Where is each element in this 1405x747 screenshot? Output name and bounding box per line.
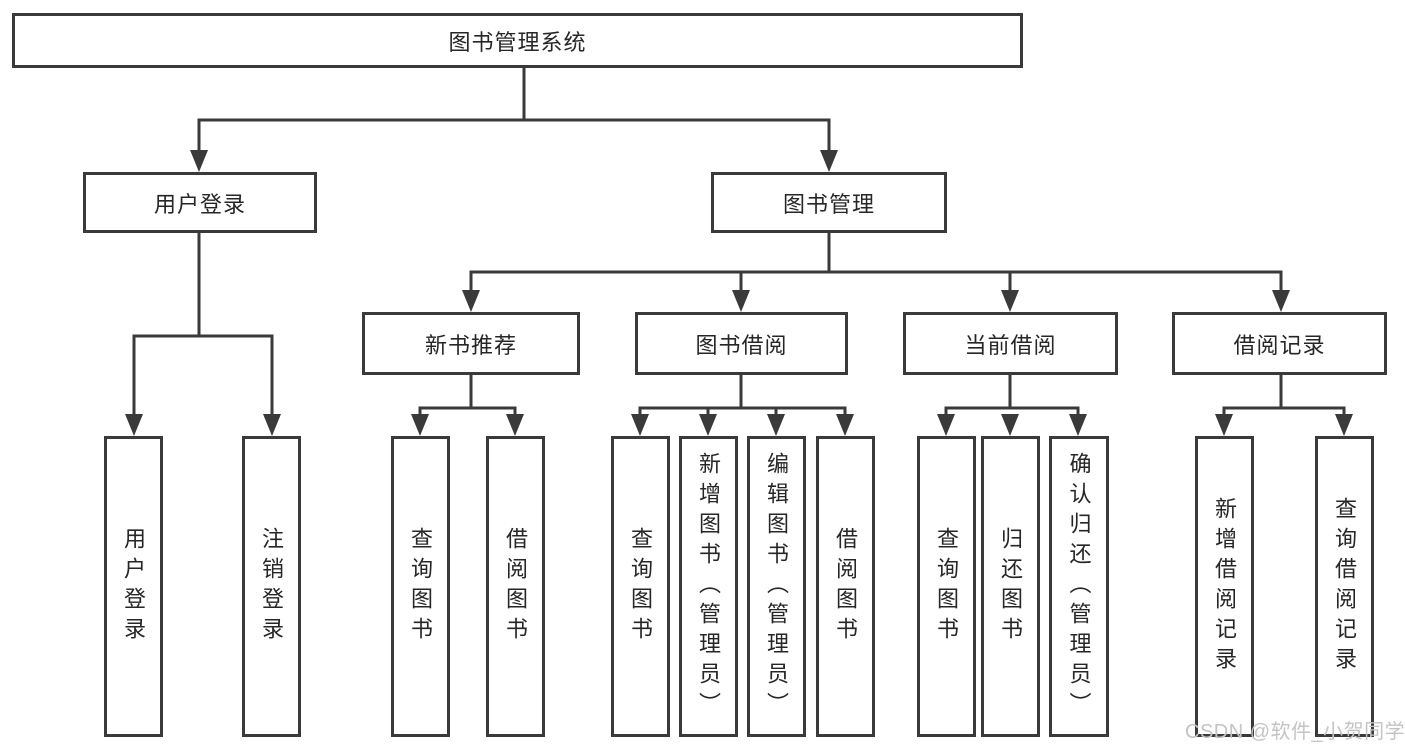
leaf-borrow-books-newbook: 借阅图书	[486, 436, 545, 737]
node-library-management-system: 图书管理系统	[12, 13, 1023, 68]
connector-new-book-to-children	[411, 375, 524, 436]
leaf-confirm-return-admin: 确认归还（管理员）	[1049, 436, 1109, 737]
leaf-add-books-admin: 新增图书（管理员）	[679, 436, 738, 737]
csdn-watermark: CSDN @软件_小贺同学	[1185, 721, 1405, 743]
arrowhead-icon	[1215, 414, 1233, 436]
arrowhead-icon	[1001, 414, 1019, 436]
leaf-query-books-borrowing: 查询图书	[611, 436, 670, 737]
leaf-return-books: 归还图书	[981, 436, 1040, 737]
arrowhead-icon	[699, 414, 717, 436]
arrowhead-icon	[767, 414, 785, 436]
arrowhead-icon	[1001, 290, 1019, 312]
arrowhead-icon	[1335, 414, 1353, 436]
arrowhead-icon	[190, 150, 208, 172]
connector-root-to-level2	[190, 66, 838, 172]
arrowhead-icon	[937, 414, 955, 436]
node-book-management: 图书管理	[711, 172, 947, 233]
arrowhead-icon	[263, 414, 281, 436]
arrowhead-icon	[462, 290, 480, 312]
connector-book-borrow-to-children	[631, 375, 854, 436]
connector-borrow-records-to-children	[1215, 375, 1353, 436]
arrowhead-icon	[836, 414, 854, 436]
leaf-query-books-newbook: 查询图书	[391, 436, 450, 737]
node-book-borrowing: 图书借阅	[635, 312, 848, 375]
arrowhead-icon	[631, 414, 649, 436]
arrowhead-icon	[411, 414, 429, 436]
leaf-edit-books-admin: 编辑图书（管理员）	[747, 436, 806, 737]
leaf-borrow-books-borrowing: 借阅图书	[816, 436, 875, 737]
arrowhead-icon	[506, 414, 524, 436]
connector-user-login-to-children	[125, 231, 281, 436]
leaf-user-login: 用户登录	[104, 436, 163, 737]
leaf-logout-login: 注销登录	[242, 436, 301, 737]
arrowhead-icon	[1272, 290, 1290, 312]
arrowhead-icon	[125, 414, 143, 436]
arrowhead-icon	[732, 290, 750, 312]
leaf-query-books-current: 查询图书	[917, 436, 976, 737]
node-borrowing-records: 借阅记录	[1172, 312, 1387, 375]
connector-current-borrow-to-children	[937, 375, 1087, 436]
node-new-book-recommendation: 新书推荐	[362, 312, 580, 375]
node-current-borrowing: 当前借阅	[903, 312, 1118, 375]
arrowhead-icon	[820, 150, 838, 172]
node-user-login: 用户登录	[83, 172, 317, 233]
leaf-add-borrow-record: 新增借阅记录	[1195, 436, 1254, 737]
connector-book-management-to-level3	[462, 231, 1290, 312]
leaf-query-borrow-record: 查询借阅记录	[1315, 436, 1374, 737]
arrowhead-icon	[1069, 414, 1087, 436]
